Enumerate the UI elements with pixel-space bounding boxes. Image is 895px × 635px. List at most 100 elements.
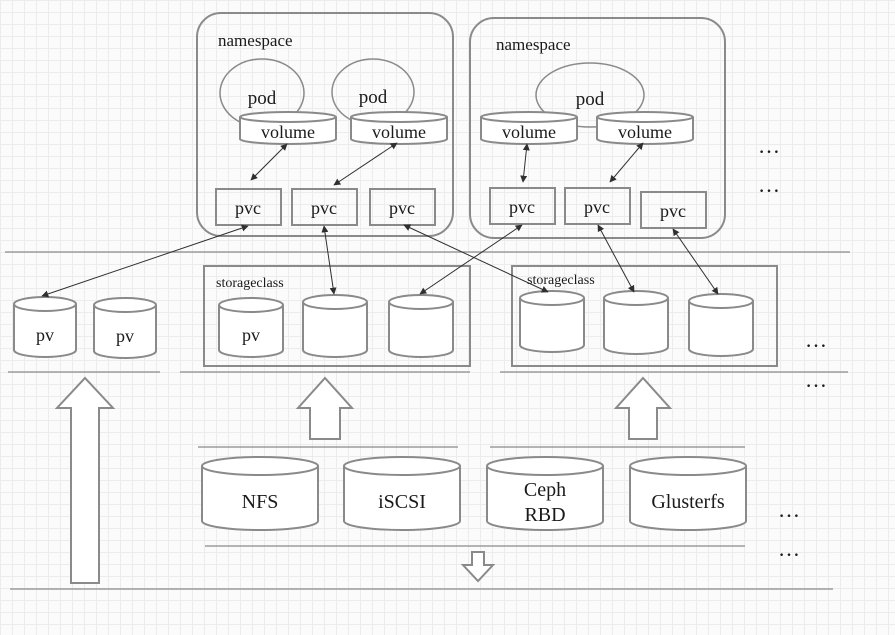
static-pv-1-body [13,304,77,358]
storageclass-1-pv-3-body [388,302,454,358]
storageclass-2-pv-1-top [519,290,585,306]
storageclass-1-pv-3-top [388,294,454,310]
link-pvc1a-static-pv [41,224,249,298]
backend-iscsi-body [343,466,461,531]
link-pvc1b-sc1 [321,225,337,295]
ellipsis-storage-1: … [805,327,828,352]
namespace-2-label: namespace [496,35,571,54]
pod-1b-label: pod [359,87,388,108]
storageclass-1-frame [203,265,471,367]
ellipsis-storage-2: … [805,367,828,392]
static-pv-1-top [13,296,77,312]
static-pv-1: pv [13,296,77,358]
storageclass-1-up-arrow [295,376,355,440]
backend-iscsi-top [343,456,461,476]
storageclass-1-pv-2-body [302,302,368,358]
storageclass-2-pv-3-top [688,293,754,309]
volume-1b-top [350,111,448,123]
backend-nfs-label: NFS [242,491,279,513]
volume-1a-body [239,117,337,145]
storageclass-2-pv-3 [688,293,754,357]
pvc-1c-box [369,188,436,226]
storageclass-2-pv-1 [519,290,585,353]
storageclass-1-pv-3 [388,294,454,358]
static-pv-1-label: pv [36,325,54,345]
storageclass-2-pv-1-body [519,298,585,353]
pvc-1b-box [291,188,358,226]
storageclass-1-pv-1-label: pv [242,325,260,345]
pvc-1b-label: pvc [311,198,337,218]
backend-ceph-label: Ceph [524,479,566,501]
pvc-2a-label: pvc [509,197,535,217]
pvc-2a: pvc [489,187,556,225]
pvc-1c: pvc [369,188,436,226]
storageclass-1-pv-2 [302,294,368,358]
storageclass-2-frame [511,265,778,367]
namespace-2-frame [469,17,726,239]
storageclass-1-pv-1: pv [218,297,284,358]
backend-rbd-label: RBD [524,504,565,526]
volume-1b: volume [350,111,448,145]
volume-1b-body [350,117,448,145]
pvc-1a-label: pvc [235,198,261,218]
pod-2a: pod [535,62,645,128]
backend-ceph-rbd-top [486,456,604,476]
volume-2b-body [596,117,694,145]
static-provision-up-arrow [54,376,116,584]
storageclass-1-label: storageclass [216,276,284,291]
static-pv-2-label: pv [116,326,134,346]
backend-ceph-rbd: Ceph RBD [486,456,604,531]
pvc-1b: pvc [291,188,358,226]
volume-2a: volume [480,111,578,145]
connectors [41,142,719,298]
volume-2b-top [596,111,694,123]
volume-1a-label: volume [261,122,315,142]
backend-nfs-top [201,456,319,476]
volume-2b-label: volume [618,122,672,142]
link-pvc2a-sc1 [419,224,523,295]
volume-2b: volume [596,111,694,145]
storageclass-1-pv-1-top [218,297,284,313]
pod-2a-shape [535,62,645,128]
volume-1b-label: volume [372,122,426,142]
storageclass-2-pv-2-top [603,290,669,306]
volume-1a-top [239,111,337,123]
link-pvc1a-volume1a [250,143,288,181]
namespace-1-label: namespace [218,31,293,50]
backend-nfs: NFS [201,456,319,531]
static-pv-2-top [93,297,157,313]
link-pvc1b-volume1b [333,142,398,186]
ellipsis-namespace-2: … [758,172,781,197]
pvc-2b-label: pvc [584,197,610,217]
storageclass-2-pv-2-body [603,298,669,355]
link-pvc2a-volume2a [520,143,530,183]
static-pv-2-body [93,305,157,359]
namespace-2: namespace pod volume volume pvc pvc pvc [469,17,726,239]
ellipsis-backend-2: … [778,536,801,561]
link-pvc2c-sc2 [672,228,719,295]
pvc-2b: pvc [564,187,631,225]
link-pvc2b-sc2 [597,224,635,293]
backend-glusterfs-top [629,456,747,476]
backend-nfs-body [201,466,319,531]
extension-down-arrow [460,551,496,583]
pvc-2c: pvc [640,191,707,229]
ellipsis-backend-1: … [778,497,801,522]
backend-ceph-rbd-body [486,466,604,531]
backend-iscsi-label: iSCSI [378,491,426,513]
link-pvc2b-volume2b [609,142,644,183]
storageclass-2-label: storageclass [527,273,595,288]
backend-glusterfs-body [629,466,747,531]
pvc-1c-label: pvc [389,198,415,218]
static-pv-2: pv [93,297,157,359]
pvc-2c-box [640,191,707,229]
backend-glusterfs-label: Glusterfs [651,491,725,513]
pod-1a-label: pod [248,88,277,109]
pvc-2b-box [564,187,631,225]
storageclass-1-pv-2-top [302,294,368,310]
pvc-1a: pvc [215,188,282,226]
storageclass-2-pv-2 [603,290,669,355]
pod-2a-label: pod [576,89,605,110]
